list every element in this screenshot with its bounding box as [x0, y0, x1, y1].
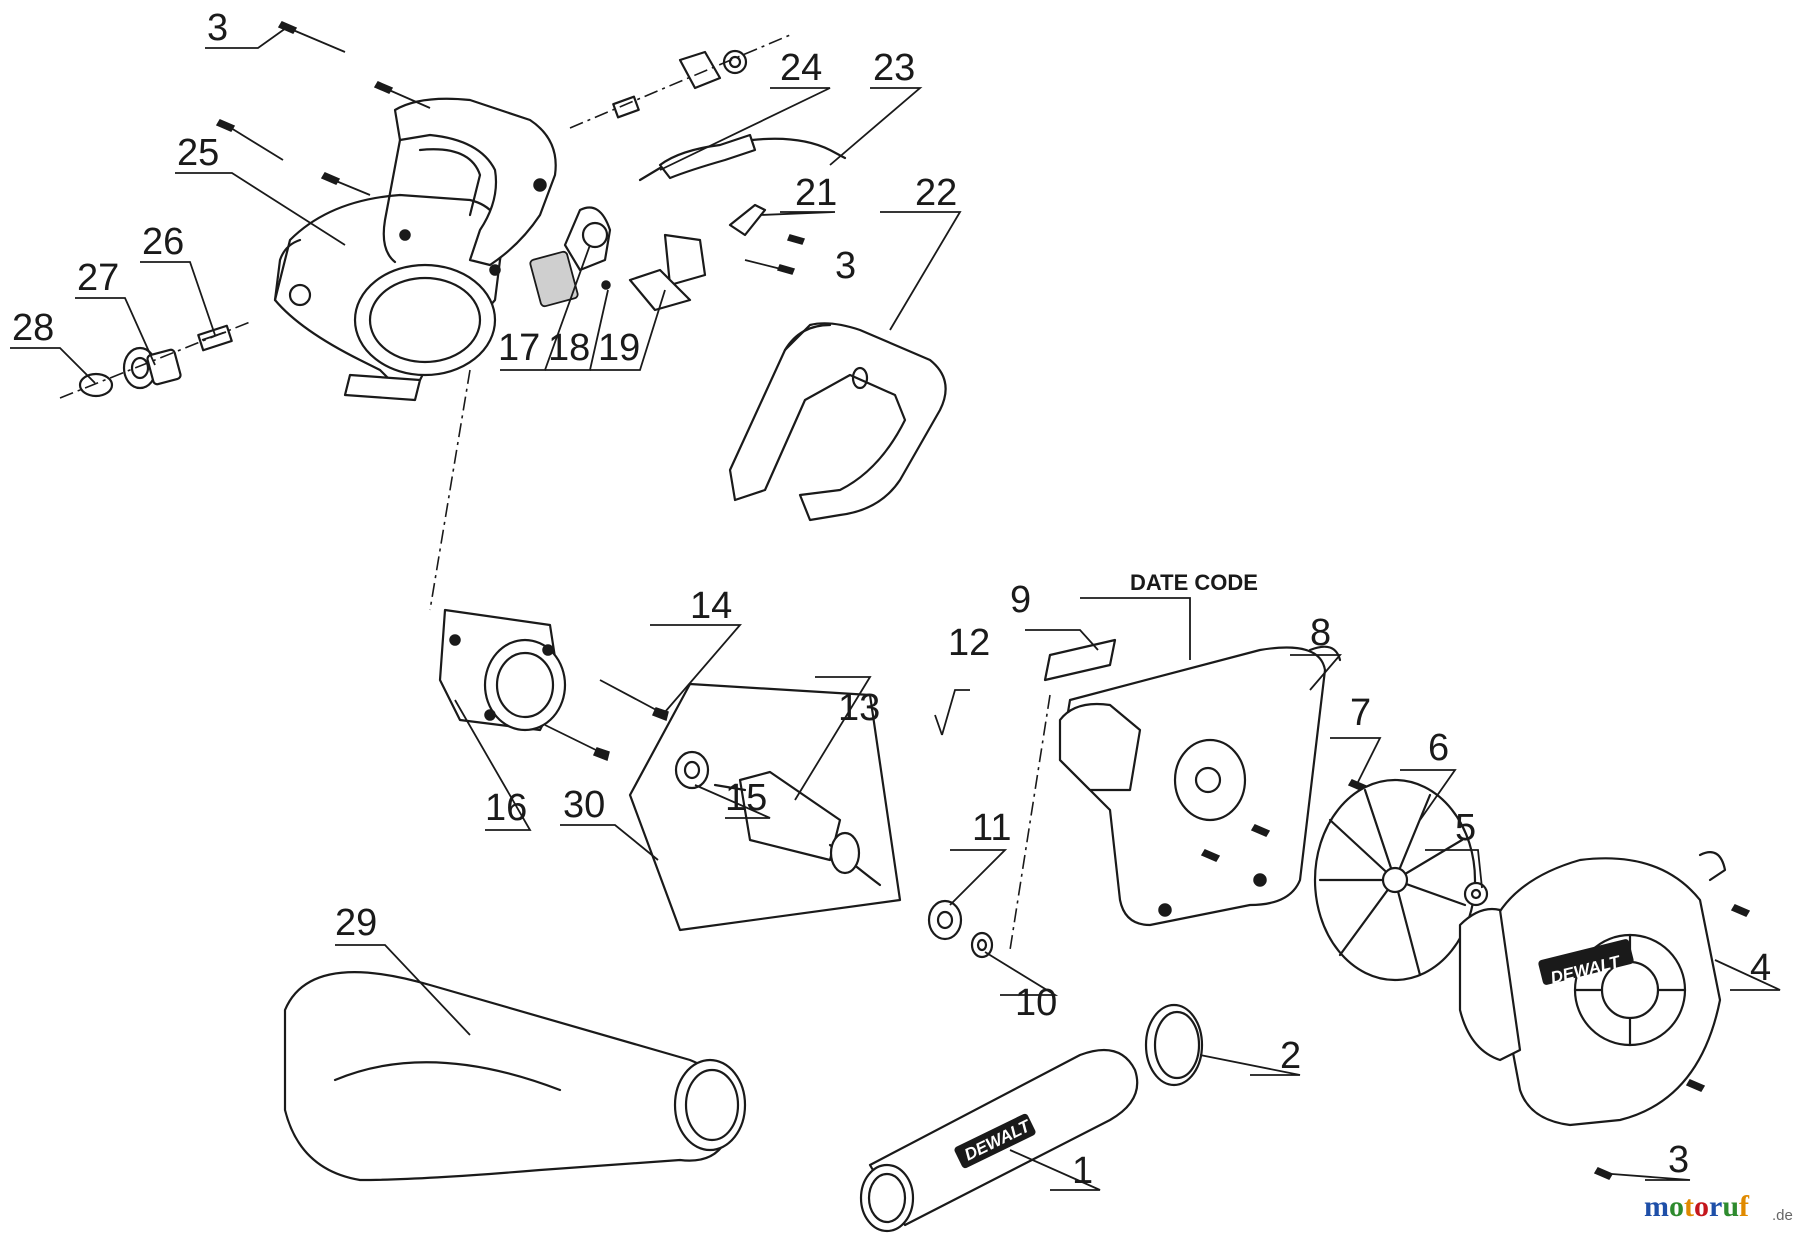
part-24-brush-holder [569, 34, 791, 129]
part-18-screw [601, 280, 611, 290]
callout-8: 8 [1310, 612, 1331, 654]
callout-labels: 3 24 23 25 26 27 28 17 18 19 21 3 22 14 … [12, 7, 1771, 1192]
watermark-letter: t [1684, 1190, 1694, 1223]
watermark-main: motoruf [1644, 1190, 1750, 1223]
part-16-stator [438, 608, 567, 732]
part-5-nut [1463, 881, 1489, 907]
part-19-switch-holder [628, 233, 707, 312]
callout-3b: 3 [835, 245, 856, 287]
callout-11: 11 [972, 807, 1011, 849]
part-28-cap [59, 321, 251, 399]
part-10-washer [970, 931, 994, 959]
part-15-bearing [674, 750, 710, 790]
watermark-letter: o [1694, 1190, 1709, 1223]
callout-28: 28 [12, 307, 54, 349]
assembly-guide-line-1 [429, 369, 471, 611]
callout-22: 22 [915, 172, 957, 214]
part-4-fan-cover: DEWALT [1458, 851, 1727, 1127]
part-8-fan-housing [1058, 645, 1342, 927]
callout-4: 4 [1750, 947, 1771, 989]
callout-leader-lines [10, 27, 1781, 1191]
callout-13: 13 [838, 687, 880, 729]
part-9-label [1043, 638, 1117, 682]
callout-12: 12 [948, 622, 990, 664]
part-26-spring [197, 324, 233, 352]
part-25-motor-housing [273, 97, 557, 402]
callout-21: 21 [795, 172, 837, 214]
callout-2: 2 [1280, 1035, 1301, 1077]
part-22-handle-cover [728, 322, 947, 522]
part-13-armature [713, 770, 882, 887]
watermark-letter: r [1709, 1190, 1722, 1223]
callout-9: 9 [1010, 579, 1031, 621]
screws-part-4 [1593, 904, 1751, 1180]
callout-25: 25 [177, 132, 219, 174]
part-17-switch-assembly [529, 206, 612, 308]
callout-23: 23 [873, 47, 915, 89]
callout-6: 6 [1428, 727, 1449, 769]
watermark-suffix: .de [1772, 1207, 1793, 1224]
part-30-armature-group [628, 682, 902, 932]
date-code-label: DATE CODE [1130, 570, 1258, 595]
assembly-guide-line-2 [1009, 694, 1051, 951]
part-1-blower-tube: DEWALT [859, 1048, 1139, 1233]
watermark-letter: f [1739, 1190, 1750, 1223]
part-29-dust-bag [283, 971, 747, 1182]
part-23-power-cord [638, 133, 847, 182]
callout-15: 15 [725, 777, 767, 819]
watermark-letter: m [1644, 1190, 1669, 1223]
part-6-fan-impeller [1313, 778, 1477, 982]
callout-5: 5 [1455, 807, 1476, 849]
callout-3c: 3 [1668, 1139, 1689, 1181]
callout-29: 29 [335, 902, 377, 944]
callout-3: 3 [207, 7, 228, 49]
callout-1: 1 [1072, 1150, 1093, 1192]
callout-19: 19 [598, 327, 640, 369]
callout-10: 10 [1015, 982, 1057, 1024]
callout-16: 16 [485, 787, 527, 829]
callout-18: 18 [548, 327, 590, 369]
callout-7: 7 [1350, 692, 1371, 734]
screw-group-top-left [215, 21, 431, 196]
part-2-ring [1144, 1003, 1204, 1087]
watermark-letter: u [1722, 1190, 1739, 1223]
callout-24: 24 [780, 47, 822, 89]
callout-27: 27 [77, 257, 119, 299]
part-11-bearing [927, 899, 963, 941]
part-12-pin [934, 714, 943, 736]
part-27-knob [122, 346, 182, 390]
watermark-letter: o [1669, 1190, 1684, 1223]
callout-17: 17 [498, 327, 540, 369]
callout-26: 26 [142, 221, 184, 263]
part-14-long-screws [544, 679, 669, 762]
watermark-logo: motoruf .de [1644, 1190, 1793, 1224]
callout-30: 30 [563, 784, 605, 826]
callout-14: 14 [690, 585, 732, 627]
